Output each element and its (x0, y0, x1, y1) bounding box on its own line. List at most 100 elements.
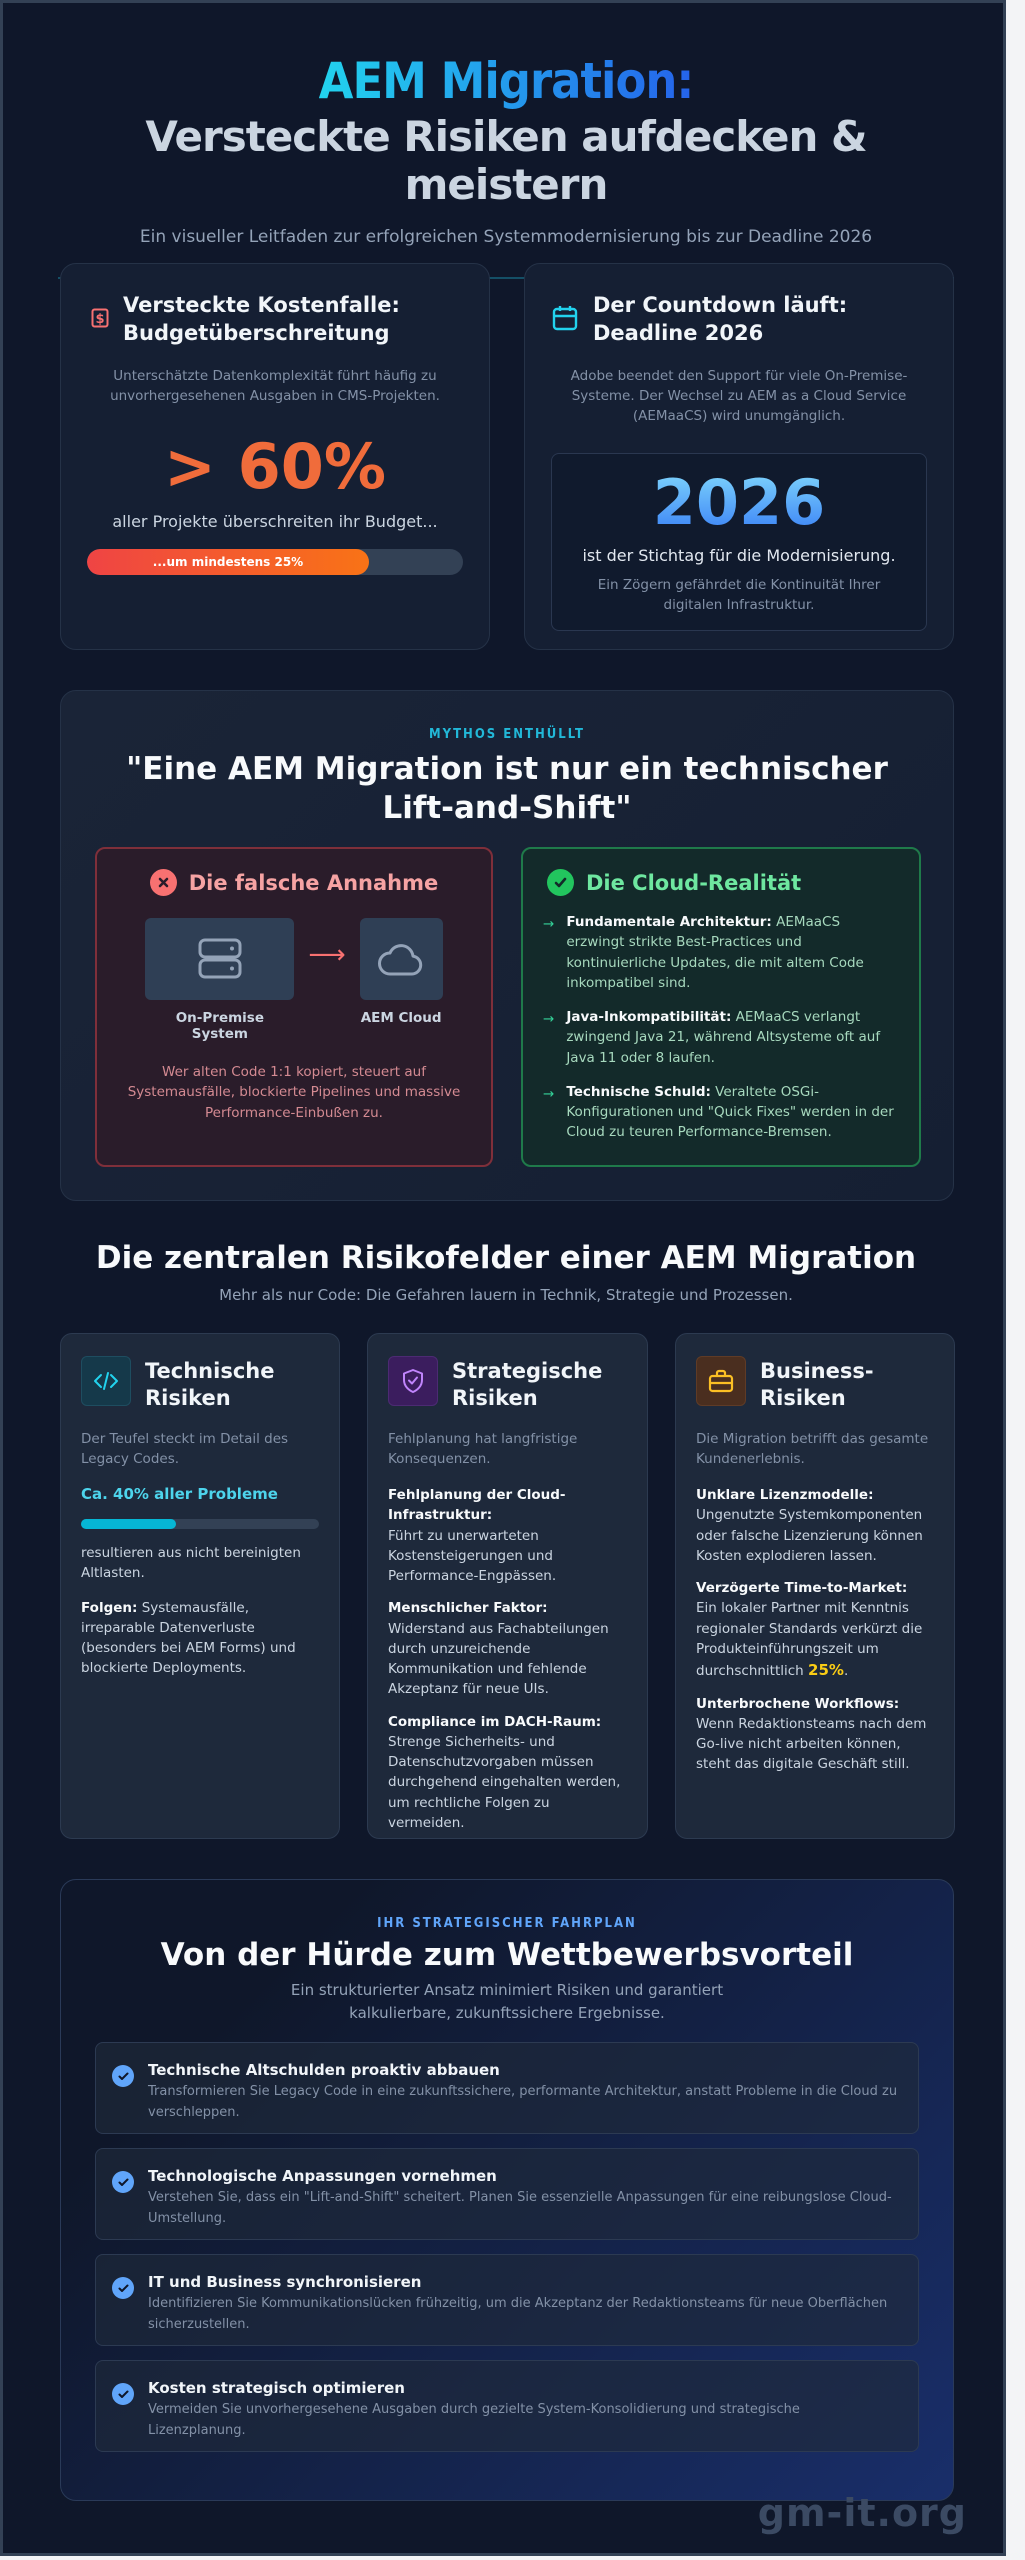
false-assumption-box: Die falsche Annahme On-Premise System ⟶ … (95, 847, 493, 1167)
cloud-icon (359, 918, 443, 1000)
roadmap-step-title: Technologische Anpassungen vornehmen (148, 2167, 497, 2185)
aem-cloud-node: AEM Cloud (359, 918, 443, 1026)
aem-cloud-label: AEM Cloud (360, 1010, 442, 1026)
business-risks-header: Business-Risiken (696, 1356, 934, 1413)
list-item: Unklare Lizenzmodelle:Ungenutzte Systemk… (696, 1487, 923, 1564)
deadline-year: 2026 (552, 471, 926, 534)
cost-card-header: $ Versteckte Kostenfalle: Budgetüberschr… (87, 292, 463, 348)
roadmap-title: Von der Hürde zum Wettbewerbsvorteil (160, 1937, 854, 1973)
cost-card-description: Unterschätzte Datenkomplexität führt häu… (110, 367, 440, 405)
dollar-icon: $ (91, 308, 109, 332)
technical-risks-bar-caption: resultieren aus nicht bereinigten Altlas… (81, 1545, 301, 1582)
briefcase-icon (696, 1356, 746, 1406)
false-assumption-text: Wer alten Code 1:1 kopiert, steuert auf … (127, 1064, 461, 1121)
risks-subtitle: Mehr als nur Code: Die Gefahren lauern i… (219, 1286, 793, 1304)
cloud-reality-title: Die Cloud-Realität (586, 870, 802, 895)
deadline-year-caption: ist der Stichtag für die Modernisierung. (582, 545, 896, 565)
page-subtitle: Ein visueller Leitfaden zur erfolgreiche… (139, 227, 873, 248)
check-circle-icon (112, 2277, 134, 2299)
cloud-reality-list: → Fundamentale Architektur: AEMaaCS erzw… (543, 912, 899, 1143)
roadmap-step-text: Vermeiden Sie unvorhergesehene Ausgaben … (148, 2402, 800, 2438)
roadmap-step-text: Transformieren Sie Legacy Code in eine z… (148, 2084, 898, 2120)
list-item: Compliance im DACH-Raum:Strenge Sicherhe… (388, 1713, 621, 1831)
cost-trap-card: $ Versteckte Kostenfalle: Budgetüberschr… (60, 263, 490, 650)
list-item: Verzögerte Time-to-Market:Ein lokaler Pa… (696, 1580, 923, 1680)
technical-risks-consequences: Folgen: Systemausfälle, irreparable Date… (81, 1599, 296, 1677)
page-header: AEM Migration: Versteckte Risiken aufdec… (58, 52, 954, 280)
budget-overrun-stat: > 60% (164, 430, 386, 504)
myth-title: "Eine AEM Migration ist nur ein technisc… (126, 751, 888, 827)
risks-title: Die zentralen Risikofelder einer AEM Mig… (95, 1240, 917, 1276)
list-item: Unterbrochene Workflows:Wenn Redaktionst… (696, 1695, 927, 1773)
cost-card-title: Versteckte Kostenfalle: Budgetüberschrei… (123, 293, 400, 345)
cloud-reality-header: Die Cloud-Realität (543, 869, 899, 896)
check-circle-icon (112, 2065, 134, 2087)
list-item: → Java-Inkompatibilität: AEMaaCS verlang… (543, 1007, 899, 1068)
roadmap-section: IHR STRATEGISCHER FAHRPLAN Von der Hürde… (60, 1879, 954, 2501)
title-line-2: Versteckte Risiken aufdecken & meistern (145, 111, 867, 209)
technical-risks-highlight: Ca. 40% aller Probleme (81, 1485, 278, 1504)
arrow-right-icon: → (543, 916, 555, 932)
watermark: gm-it.org (757, 2491, 967, 2535)
title-line-1: AEM Migration: (318, 52, 695, 110)
false-assumption-header: Die falsche Annahme (117, 869, 471, 896)
technical-risks-intro: Der Teufel steckt im Detail des Legacy C… (81, 1430, 289, 1467)
calendar-icon (551, 304, 579, 336)
roadmap-step-title: Kosten strategisch optimieren (148, 2379, 405, 2397)
technical-risks-bar-fill (81, 1519, 177, 1530)
business-risks-title: Business-Risiken (760, 1359, 874, 1411)
false-assumption-title: Die falsche Annahme (188, 870, 439, 895)
arrow-right-icon: ⟶ (308, 940, 346, 970)
list-item: Menschlicher Faktor:Widerstand aus Facha… (388, 1600, 609, 1698)
check-circle-icon (112, 2383, 134, 2405)
on-premise-label: On-Premise System (175, 1010, 264, 1042)
myth-kicker: MYTHOS ENTHÜLLT (428, 727, 586, 742)
budget-overrun-bar: ...um mindestens 25% (87, 549, 463, 576)
page-title: AEM Migration: Versteckte Risiken aufdec… (58, 52, 954, 209)
arrow-right-icon: → (543, 1085, 555, 1102)
svg-text:$: $ (95, 312, 104, 327)
budget-overrun-bar-fill: ...um mindestens 25% (87, 549, 369, 576)
list-item: → Technische Schuld: Veraltete OSGi-Konf… (543, 1082, 899, 1143)
roadmap-step-text: Verstehen Sie, dass ein "Lift-and-Shift"… (148, 2190, 892, 2226)
business-risks-card: Business-Risiken Die Migration betrifft … (675, 1333, 955, 1839)
roadmap-step-text: Identifizieren Sie Kommunikationslücken … (148, 2296, 888, 2332)
technical-risks-bar (81, 1519, 319, 1530)
migration-flow: On-Premise System ⟶ AEM Cloud (117, 918, 471, 1042)
roadmap-subtitle: Ein strukturierter Ansatz minimiert Risi… (290, 1981, 724, 2022)
roadmap-step-title: Technische Altschulden proaktiv abbauen (148, 2061, 500, 2079)
time-to-market-highlight: 25% (808, 1661, 844, 1680)
list-item: → Fundamentale Architektur: AEMaaCS erzw… (543, 912, 899, 993)
business-risks-intro: Die Migration betrifft das gesamte Kunde… (696, 1430, 929, 1467)
check-circle-icon (112, 2171, 134, 2193)
arrow-right-icon: → (543, 1011, 555, 1027)
deadline-highlight-box: 2026 ist der Stichtag für die Modernisie… (551, 452, 927, 631)
code-icon (81, 1356, 131, 1406)
deadline-year-note: Ein Zögern gefährdet die Kontinuität Ihr… (597, 576, 881, 613)
deadline-card-title: Der Countdown läuft: Deadline 2026 (593, 293, 848, 345)
shield-check-icon (388, 1356, 438, 1406)
list-item: Fehlplanung der Cloud-Infrastruktur:Führ… (388, 1487, 566, 1585)
header-divider (58, 277, 954, 280)
roadmap-step-title: IT und Business synchronisieren (148, 2273, 422, 2291)
x-circle-icon (149, 869, 177, 896)
server-icon (145, 918, 295, 1000)
risks-section-header: Die zentralen Risikofelder einer AEM Mig… (58, 1240, 954, 1304)
budget-overrun-caption: aller Projekte überschreiten ihr Budget.… (112, 512, 438, 532)
deadline-card: Der Countdown läuft: Deadline 2026 Adobe… (524, 263, 954, 650)
myth-section: MYTHOS ENTHÜLLT "Eine AEM Migration ist … (60, 690, 954, 1201)
strategic-risks-intro: Fehlplanung hat langfristige Konsequenze… (388, 1430, 578, 1467)
deadline-card-header: Der Countdown läuft: Deadline 2026 (551, 292, 927, 348)
deadline-card-description: Adobe beendet den Support für viele On-P… (570, 367, 908, 425)
